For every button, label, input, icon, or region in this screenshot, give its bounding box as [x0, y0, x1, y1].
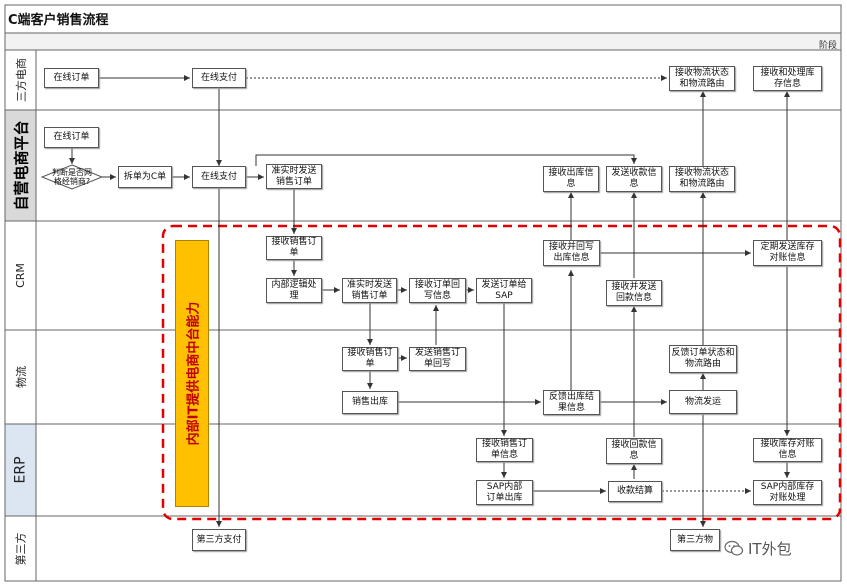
box-receive-logistics-3p: 接收物流状态 和物流路由 [669, 66, 735, 91]
wechat-icon [724, 540, 744, 556]
box-receive-inventory-reconcile: 接收库存对账 信息 [753, 438, 822, 462]
box-send-to-sap: 发送订单给 SAP [476, 278, 532, 303]
gateway-label: 判断是否网 格经销商? [52, 168, 92, 186]
watermark-text: IT外包 [748, 540, 792, 558]
box-sap-inventory-reconcile: SAP内部库存 对账处理 [753, 480, 822, 505]
box-send-receipt-info: 接收并发送 回款信息 [606, 280, 662, 306]
box-third-party-logistics: 第三方物 [670, 529, 720, 551]
box-third-party-payment: 第三方支付 [192, 529, 246, 551]
box-send-sales-order-self: 准实时发送 销售订单 [266, 164, 322, 189]
phase-bar [4, 32, 842, 51]
box-payment-settlement: 收款结算 [608, 481, 662, 502]
phase-label: 阶段 [818, 41, 837, 51]
middle-platform-frame [161, 224, 842, 521]
box-send-sales-order-crm: 准实时发送 销售订单 [342, 278, 397, 303]
box-sap-internal-outbound: SAP内部 订单出库 [476, 480, 533, 505]
lane-header-highlight-self [4, 109, 37, 222]
box-feedback-order-status: 反馈订单状态和 物流路由 [669, 345, 737, 373]
box-receive-logistics-self: 接收物流状态 和物流路由 [669, 166, 735, 192]
page-title: C端客户销售流程 [8, 13, 109, 28]
lane-label-logistics: 物流 [14, 366, 28, 388]
box-receive-sales-order-erp: 接收销售订 单信息 [476, 438, 533, 462]
lane-label-self-ecommerce: 自营电商平台 [12, 120, 31, 211]
lane-label-third-party-ecommerce: 三方电商 [14, 58, 28, 102]
box-feedback-outbound-result: 反馈出库结 果信息 [543, 390, 600, 415]
lane-label-crm: CRM [13, 263, 27, 288]
box-receive-sales-order-logistics: 接收销售订 单 [342, 347, 398, 371]
box-writeback-outbound: 接收并回写 出库信息 [543, 240, 600, 266]
box-receive-sales-order-crm: 接收销售订 单 [266, 236, 322, 260]
box-receive-payment-erp: 接收回款信 息 [606, 438, 662, 464]
platform-banner: 内部IT提供电商中台能力 [175, 240, 209, 507]
connectors [69, 75, 790, 527]
box-sales-outbound: 销售出库 [342, 391, 398, 414]
box-online-order-self: 在线订单 [44, 127, 99, 148]
box-online-payment-3p: 在线支付 [192, 68, 246, 88]
box-receive-outbound-info: 接收出库信 息 [543, 166, 599, 192]
watermark: IT外包 [724, 538, 792, 559]
box-split-order: 拆单为C单 [118, 166, 172, 188]
lane-label-third-party: 第三方 [14, 532, 28, 565]
lane-label-erp: ERP [12, 456, 29, 484]
box-receive-writeback: 接收订单回 写信息 [409, 278, 466, 303]
box-send-order-writeback: 发送销售订 单回写 [409, 347, 466, 371]
diagram-border [4, 4, 842, 582]
gateway-diamond [40, 164, 104, 190]
box-online-order-3p: 在线订单 [44, 68, 99, 88]
box-online-payment-self: 在线支付 [192, 166, 246, 188]
lane-header-highlight-erp [4, 423, 37, 517]
box-send-payment-info: 发送收款信 息 [606, 166, 662, 192]
box-inventory-info-3p: 接收和处理库 存信息 [753, 66, 822, 91]
box-logistics-shipping: 物流发运 [669, 390, 737, 414]
box-send-inventory-reconcile: 定期发送库存 对账信息 [753, 240, 822, 266]
box-internal-logic: 内部逻辑处 理 [266, 278, 322, 303]
